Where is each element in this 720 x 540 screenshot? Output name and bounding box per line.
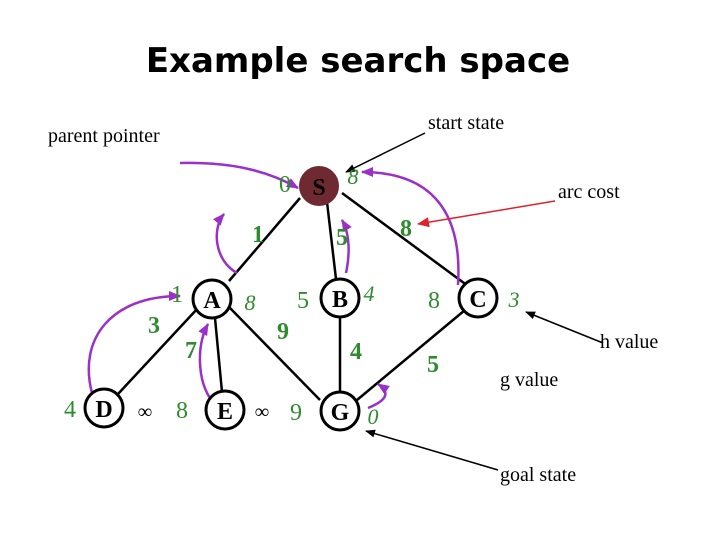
- edge-cost-s-a: 1: [252, 222, 264, 248]
- node-c-label: C: [469, 287, 486, 313]
- node-a-h-value: 8: [245, 290, 256, 315]
- edge-a-e: [213, 317, 224, 393]
- node-e-label: E: [217, 399, 233, 425]
- node-e-g-value: 8: [176, 398, 188, 424]
- node-b-g-value: 5: [297, 288, 309, 314]
- node-g-label: G: [331, 400, 350, 426]
- node-a: A: [191, 278, 233, 320]
- edge-a-g: [229, 307, 321, 401]
- node-b-label: B: [332, 287, 348, 313]
- parent-pointer-g-b: [367, 382, 390, 410]
- node-a-circle: [191, 278, 233, 320]
- node-g-g-value: 9: [290, 400, 302, 426]
- parent-pointer-e-a: [198, 323, 212, 399]
- parent-pointer-a-s: [213, 213, 238, 275]
- goal-state-pointer: [365, 429, 499, 471]
- node-c-circle: [457, 277, 499, 319]
- node-s-g-value: 0: [279, 172, 291, 198]
- node-b: B: [319, 277, 361, 319]
- start-state-label: start state: [428, 112, 504, 134]
- node-a-label: A: [203, 288, 221, 314]
- edge-cost-c-g: 5: [427, 352, 439, 378]
- edge-s-b: [325, 201, 338, 280]
- node-s-label: S: [312, 175, 325, 201]
- parent-pointer-callout-arrow: [179, 161, 299, 190]
- edge-c-g: [356, 309, 466, 401]
- edge-s-a: [228, 197, 301, 282]
- node-c: C: [457, 277, 499, 319]
- parent-pointer-d-a: [87, 291, 181, 394]
- g-value-label: g value: [500, 369, 558, 391]
- edge-cost-a-g: 9: [277, 319, 289, 345]
- node-d-circle: [83, 387, 125, 429]
- edge-cost-b-g: 4: [350, 339, 362, 365]
- edge-cost-s-b: 5: [336, 225, 348, 251]
- node-c-h-value: 3: [508, 287, 520, 312]
- node-g-circle: [319, 390, 361, 432]
- start-state-pointer: [345, 132, 426, 173]
- node-d-h-value: ∞: [138, 401, 152, 423]
- node-s-h-value: 8: [348, 164, 359, 189]
- edge-cost-a-d: 3: [148, 313, 160, 339]
- edge-s-c: [341, 191, 469, 288]
- node-b-circle: [319, 277, 361, 319]
- node-a-g-value: 1: [171, 282, 183, 308]
- node-d: D: [83, 387, 125, 429]
- edge-cost-s-c: 8: [400, 216, 412, 242]
- node-d-label: D: [95, 397, 112, 423]
- node-e-circle: [204, 389, 246, 431]
- node-g: G: [319, 390, 361, 432]
- node-e: E: [204, 389, 246, 431]
- node-c-g-value: 8: [428, 288, 440, 314]
- goal-state-label: goal state: [500, 464, 576, 486]
- h-value-label: h value: [600, 331, 658, 353]
- parent-pointer-b-s: [340, 219, 352, 274]
- edge-a-d: [117, 307, 199, 395]
- node-d-g-value: 4: [64, 397, 76, 423]
- parent-pointer-label: parent pointer: [48, 125, 160, 147]
- arc-cost-pointer: [417, 200, 556, 228]
- parent-pointer-c-s: [361, 167, 460, 286]
- h-value-pointer: [525, 311, 604, 344]
- slide-title: Example search space: [146, 41, 570, 81]
- node-s: S: [299, 166, 339, 206]
- arc-cost-label: arc cost: [558, 181, 620, 203]
- node-g-h-value: 0: [368, 404, 379, 429]
- edge-cost-a-e: 7: [185, 338, 197, 364]
- node-b-h-value: 4: [364, 281, 375, 306]
- node-s-circle: [299, 166, 339, 206]
- node-e-h-value: ∞: [255, 401, 269, 423]
